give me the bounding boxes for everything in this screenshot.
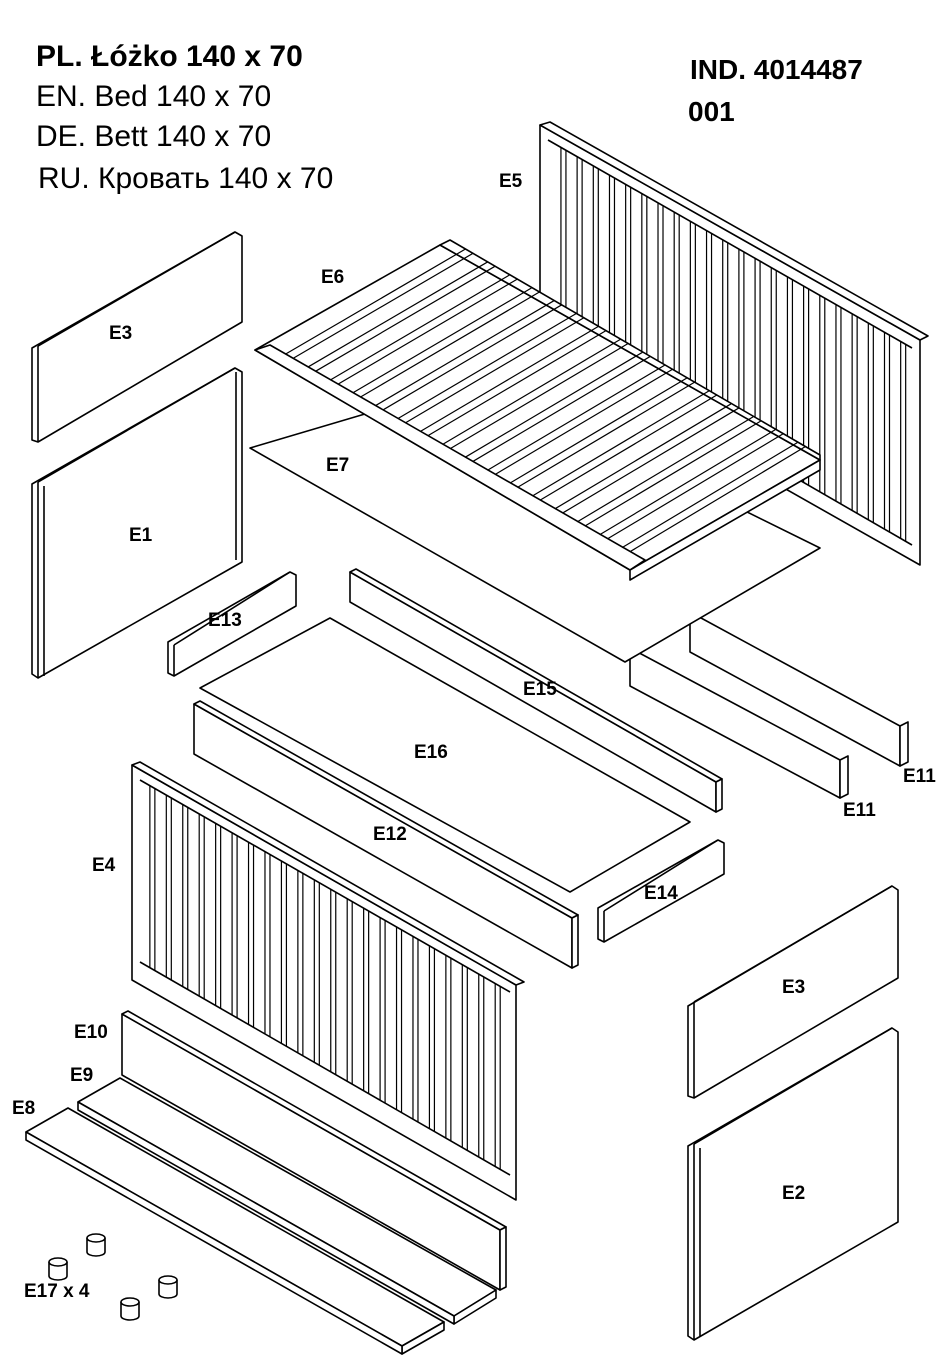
label-e1: E1 [129, 526, 152, 546]
label-e10: E10 [74, 1023, 108, 1043]
label-e12: E12 [373, 825, 407, 845]
foot-top [87, 1234, 105, 1242]
label-e17: E17 x 4 [24, 1282, 90, 1302]
label-e6: E6 [321, 268, 344, 288]
label-e11-a: E11 [903, 767, 936, 787]
label-e16: E16 [414, 743, 448, 763]
label-e5: E5 [499, 172, 522, 192]
foot-top [121, 1298, 139, 1306]
label-e4: E4 [92, 856, 115, 876]
label-e3-top: E3 [109, 324, 132, 344]
label-e2: E2 [782, 1184, 805, 1204]
foot-top [49, 1258, 67, 1266]
label-e8: E8 [12, 1099, 35, 1119]
label-e15: E15 [523, 680, 557, 700]
label-e11-b: E11 [843, 801, 876, 821]
label-e14: E14 [644, 884, 678, 904]
foot-top [159, 1276, 177, 1284]
label-e3-right: E3 [782, 978, 805, 998]
part-e17-feet [49, 1234, 177, 1320]
label-e9: E9 [70, 1066, 93, 1086]
label-e13: E13 [208, 611, 242, 631]
label-e7: E7 [326, 456, 349, 476]
